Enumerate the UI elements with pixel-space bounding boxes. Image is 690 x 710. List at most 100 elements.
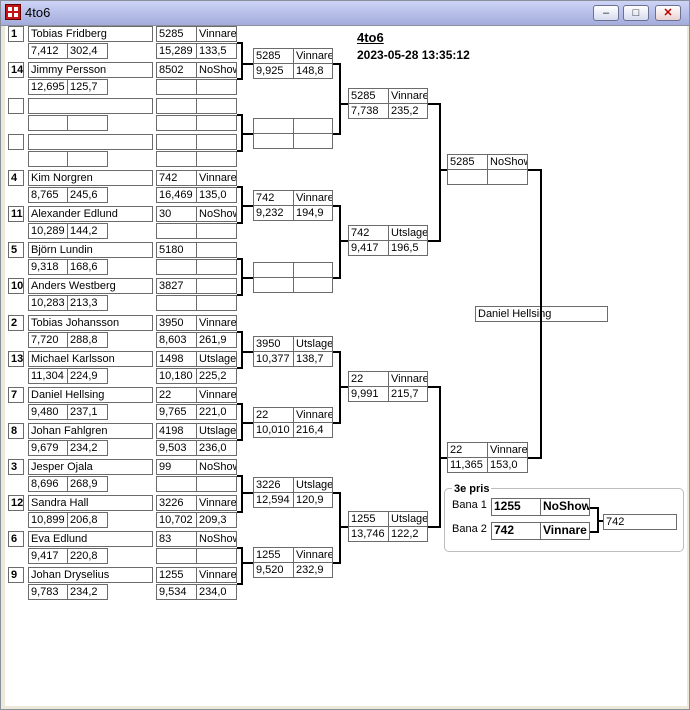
player-name[interactable]: Tobias Johansson: [28, 315, 153, 331]
player-name[interactable]: Jesper Ojala: [28, 459, 153, 475]
match-score[interactable]: 216,4: [293, 422, 333, 438]
bana2-result[interactable]: Vinnare: [540, 522, 590, 540]
match-result[interactable]: NoShow: [196, 206, 237, 222]
title-bar[interactable]: 4to6 – □ ✕: [1, 1, 689, 26]
match-score[interactable]: 138,7: [293, 351, 333, 367]
lane-number[interactable]: [156, 134, 197, 150]
player-score[interactable]: 10,289: [28, 223, 68, 239]
player-score[interactable]: [28, 151, 68, 167]
match-score[interactable]: 10,702: [156, 512, 197, 528]
player-score[interactable]: 224,9: [67, 368, 108, 384]
player-name[interactable]: Michael Karlsson: [28, 351, 153, 367]
match-score[interactable]: 10,010: [253, 422, 294, 438]
lane-number[interactable]: 3827: [156, 278, 197, 294]
match-result[interactable]: [196, 134, 237, 150]
player-name[interactable]: Tobias Fridberg: [28, 26, 153, 42]
player-name[interactable]: Johan Fahlgren: [28, 423, 153, 439]
match-score[interactable]: 135,0: [196, 187, 237, 203]
match-result[interactable]: Vinnare: [293, 407, 333, 423]
match-lane[interactable]: 742: [348, 225, 389, 241]
player-score[interactable]: 268,9: [67, 476, 108, 492]
match-lane[interactable]: 1255: [348, 511, 389, 527]
bana2-number[interactable]: 742: [491, 522, 541, 540]
player-score[interactable]: 9,783: [28, 584, 68, 600]
player-name[interactable]: Alexander Edlund: [28, 206, 153, 222]
player-name[interactable]: Eva Edlund: [28, 531, 153, 547]
match-score[interactable]: [253, 277, 294, 293]
match-score[interactable]: 215,7: [388, 386, 428, 402]
match-result[interactable]: [293, 118, 333, 134]
match-score[interactable]: 12,594: [253, 492, 294, 508]
lane-number[interactable]: 742: [156, 170, 197, 186]
match-result[interactable]: Vinnare: [196, 387, 237, 403]
lane-number[interactable]: 30: [156, 206, 197, 222]
match-result[interactable]: [196, 98, 237, 114]
match-lane[interactable]: 22: [253, 407, 294, 423]
match-result[interactable]: Vinnare: [293, 190, 333, 206]
match-result[interactable]: Vinnare: [196, 567, 237, 583]
match-lane[interactable]: 742: [253, 190, 294, 206]
match-score[interactable]: 9,765: [156, 404, 197, 420]
match-score[interactable]: [156, 548, 197, 564]
match-result[interactable]: Vinnare: [293, 48, 333, 64]
lane-number[interactable]: [156, 98, 197, 114]
player-name[interactable]: [28, 134, 153, 150]
match-score[interactable]: 194,9: [293, 205, 333, 221]
player-score[interactable]: 213,3: [67, 295, 108, 311]
player-score[interactable]: 10,899: [28, 512, 68, 528]
match-score[interactable]: [156, 223, 197, 239]
match-score[interactable]: 9,520: [253, 562, 294, 578]
match-score[interactable]: 13,746: [348, 526, 389, 542]
match-lane[interactable]: 5285: [447, 154, 488, 170]
match-score[interactable]: 221,0: [196, 404, 237, 420]
match-result[interactable]: [293, 262, 333, 278]
match-result[interactable]: Vinnare: [388, 88, 428, 104]
match-score[interactable]: 7,738: [348, 103, 389, 119]
match-score[interactable]: 16,469: [156, 187, 197, 203]
match-score[interactable]: [253, 133, 294, 149]
player-score[interactable]: 234,2: [67, 440, 108, 456]
match-score[interactable]: 234,0: [196, 584, 237, 600]
match-result[interactable]: Utslagen: [293, 477, 333, 493]
lane-number[interactable]: 1255: [156, 567, 197, 583]
lane-number[interactable]: 83: [156, 531, 197, 547]
lane-number[interactable]: 5285: [156, 26, 197, 42]
bana1-result[interactable]: NoShow: [540, 498, 590, 516]
match-score[interactable]: [487, 169, 528, 185]
lane-number[interactable]: 22: [156, 387, 197, 403]
player-score[interactable]: 168,6: [67, 259, 108, 275]
player-score[interactable]: 220,8: [67, 548, 108, 564]
player-score[interactable]: 12,695: [28, 79, 68, 95]
match-score[interactable]: 9,503: [156, 440, 197, 456]
match-score[interactable]: 10,377: [253, 351, 294, 367]
match-result[interactable]: Utslagen: [293, 336, 333, 352]
match-score[interactable]: 225,2: [196, 368, 237, 384]
player-score[interactable]: 8,765: [28, 187, 68, 203]
match-score[interactable]: 148,8: [293, 63, 333, 79]
match-lane[interactable]: [253, 262, 294, 278]
lane-number[interactable]: 5180: [156, 242, 197, 258]
match-score[interactable]: 9,925: [253, 63, 294, 79]
match-score[interactable]: [156, 151, 197, 167]
player-score[interactable]: 10,283: [28, 295, 68, 311]
match-score[interactable]: 9,534: [156, 584, 197, 600]
match-result[interactable]: Vinnare: [196, 495, 237, 511]
player-score[interactable]: 234,2: [67, 584, 108, 600]
match-result[interactable]: Utslagen: [196, 423, 237, 439]
match-lane[interactable]: 3950: [253, 336, 294, 352]
match-score[interactable]: 10,180: [156, 368, 197, 384]
match-score[interactable]: [447, 169, 488, 185]
lane-number[interactable]: 99: [156, 459, 197, 475]
match-result[interactable]: Vinnare: [293, 547, 333, 563]
match-lane[interactable]: 22: [348, 371, 389, 387]
match-score[interactable]: [196, 115, 237, 131]
player-score[interactable]: 206,8: [67, 512, 108, 528]
match-score[interactable]: 15,289: [156, 43, 197, 59]
match-lane[interactable]: 5285: [253, 48, 294, 64]
match-result[interactable]: Vinnare: [196, 315, 237, 331]
player-score[interactable]: [67, 151, 108, 167]
bana1-number[interactable]: 1255: [491, 498, 541, 516]
match-score[interactable]: [156, 476, 197, 492]
match-score[interactable]: 8,603: [156, 332, 197, 348]
match-lane[interactable]: 22: [447, 442, 488, 458]
